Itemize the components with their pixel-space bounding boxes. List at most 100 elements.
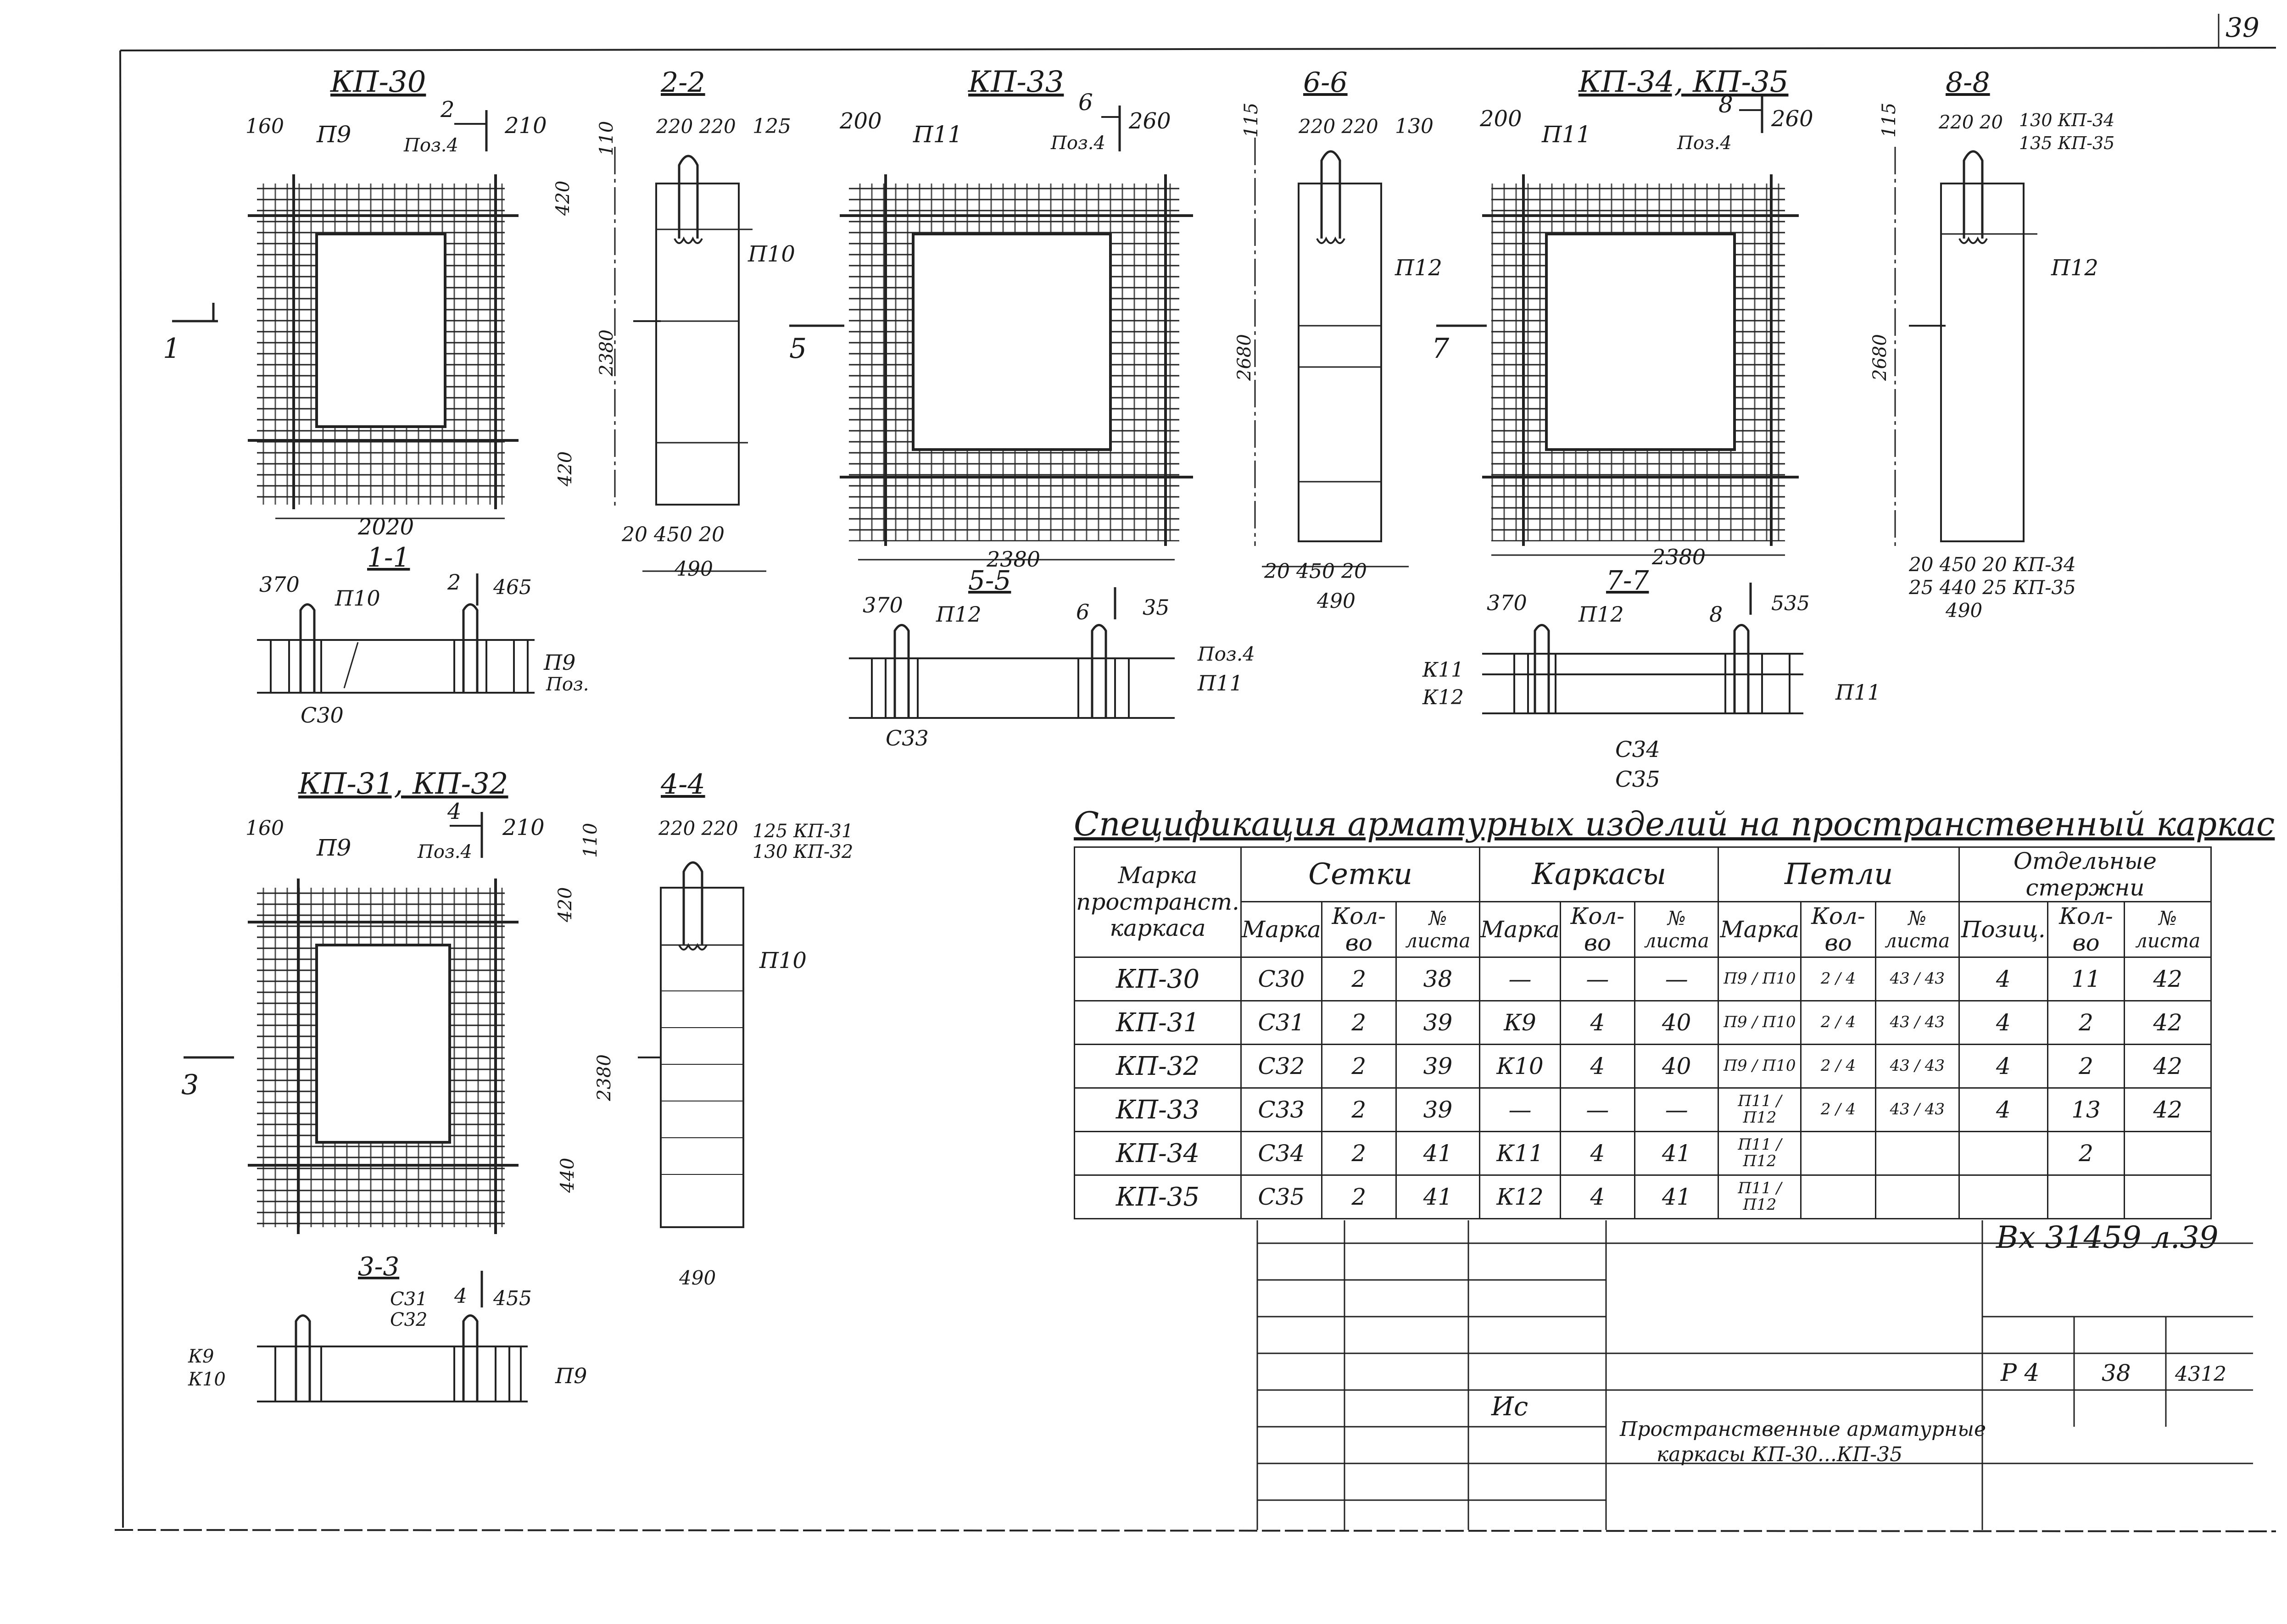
spec-cell: — <box>1479 957 1561 1001</box>
kp3132-title: КП-31, КП-32 <box>298 767 508 801</box>
kp33-p11: П11 <box>913 121 962 148</box>
spec-cell: 41 <box>1634 1131 1719 1176</box>
s33-k10: К10 <box>188 1369 226 1390</box>
s33-mark-4: 4 <box>454 1285 467 1308</box>
stamp-title-1: Пространственные арматурные <box>1619 1418 1986 1441</box>
spec-cell: П9 / П10 <box>1718 1044 1802 1089</box>
kp3435-dim-200: 200 <box>1479 106 1522 132</box>
spec-cell: — <box>1479 1087 1561 1132</box>
spec-cell: 40 <box>1634 1044 1719 1089</box>
s22-dim-2380: 2380 <box>596 329 617 377</box>
spec-cell: С35 <box>1240 1174 1322 1219</box>
table-row: КП-34 С34 2 41 К11 4 41 П11 / П12 2 <box>1074 1131 2212 1176</box>
spec-cell: 4 <box>1958 1044 2048 1089</box>
s11-title: 1-1 <box>367 542 410 573</box>
kp30-dim-2020: 2020 <box>357 514 414 540</box>
cage-kp30 <box>172 110 519 519</box>
spec-cell: 2 / 4 <box>1800 1000 1876 1045</box>
spec-sub-mark-3: Марка <box>1718 901 1802 958</box>
s33-title: 3-3 <box>358 1252 399 1282</box>
kp33-mark-6: 6 <box>1078 89 1093 116</box>
s11-c30: С30 <box>301 703 344 728</box>
spec-cell: 43 / 43 <box>1874 1000 1960 1045</box>
spec-cell: 41 <box>1395 1131 1481 1176</box>
kp30-dim-160: 160 <box>245 115 284 138</box>
s88-dim-130: 130 КП-34 <box>2019 110 2114 130</box>
kp30-dim-420a: 420 <box>552 181 574 216</box>
s22-dim-490: 490 <box>674 557 713 581</box>
s77-dim-535: 535 <box>1771 592 1810 615</box>
spec-cell: 39 <box>1395 1087 1481 1132</box>
s44-dim-490: 490 <box>679 1267 716 1289</box>
table-row: КП-30 С30 2 38 — — — П9 / П10 2 / 4 43 /… <box>1074 957 2212 1001</box>
spec-header-loop: Петли <box>1718 846 1960 902</box>
spec-sub-qty-1: Кол-во <box>1321 901 1397 958</box>
spec-cell: С32 <box>1240 1044 1322 1089</box>
s77-title: 7-7 <box>1606 565 1649 596</box>
cage-kp33 <box>789 106 1193 561</box>
kp30-dim-420b: 420 <box>555 451 576 487</box>
spec-cell: 2 <box>1321 1131 1397 1176</box>
spec-cell: 2 <box>1321 1044 1397 1089</box>
section-2-2 <box>614 147 766 572</box>
spec-cell: 4 <box>1559 1044 1635 1089</box>
s88-dim-2680: 2680 <box>1869 334 1891 381</box>
spec-cell <box>1800 1131 1876 1176</box>
spec-cell: КП-31 <box>1074 1000 1242 1045</box>
spec-cell: — <box>1634 957 1719 1001</box>
kp3132-p9: П9 <box>316 834 351 861</box>
kp30-mark-2: 2 <box>440 97 455 122</box>
section-3-3 <box>257 1271 528 1402</box>
spec-cell: 43 / 43 <box>1874 1044 1960 1089</box>
kp33-section-5: 5 <box>789 333 807 365</box>
spec-sub-sheet-4: № листа <box>2124 901 2212 958</box>
spec-header-bars: Отдельные стержни <box>1958 846 2212 902</box>
spec-cell: 2 <box>1321 1000 1397 1045</box>
cage-kp3132 <box>184 812 519 1234</box>
spec-cell: П11 / П12 <box>1718 1087 1802 1132</box>
s88-dim-115: 115 <box>1879 103 1900 138</box>
s22-dim-220: 220 220 <box>656 115 736 138</box>
s77-k11: К11 <box>1422 658 1464 682</box>
sheet-frame <box>114 14 2276 1532</box>
spec-cell: 41 <box>1634 1174 1719 1219</box>
kp33-dim-200: 200 <box>839 108 882 134</box>
section-8-8 <box>1894 147 2037 546</box>
spec-cell <box>1800 1174 1876 1219</box>
s66-p12: П12 <box>1395 255 1442 281</box>
spec-cell: КП-33 <box>1074 1087 1242 1132</box>
s22-title: 2-2 <box>660 67 705 99</box>
s66-dim-220: 220 220 <box>1298 115 1378 138</box>
spec-cell: 43 / 43 <box>1874 1087 1960 1132</box>
s44-dim-110: 110 <box>580 823 601 858</box>
stamp-sheets: 4312 <box>2175 1363 2226 1386</box>
spec-cell: КП-30 <box>1074 957 1242 1001</box>
s22-dim-110: 110 <box>596 121 617 156</box>
kp3435-title: КП-34, КП-35 <box>1578 65 1789 99</box>
spec-cell: П9 / П10 <box>1718 1000 1802 1045</box>
s44-dim-125: 125 КП-31 <box>753 821 853 842</box>
kp3132-section-3: 3 <box>181 1069 199 1101</box>
spec-cell: 2 <box>2047 1044 2125 1089</box>
kp3435-p11: П11 <box>1541 121 1591 148</box>
spec-cell: 4 <box>1559 1000 1635 1045</box>
spec-sub-mark-1: Марка <box>1240 901 1322 958</box>
kp30-dim-210: 210 <box>504 113 547 139</box>
spec-cell: 2 / 4 <box>1800 1044 1876 1089</box>
spec-cell: П9 / П10 <box>1718 957 1802 1001</box>
stamp-stage: Р 4 <box>2000 1359 2040 1387</box>
spec-cell <box>1958 1174 2048 1219</box>
table-row: КП-32 С32 2 39 К10 4 40 П9 / П10 2 / 4 4… <box>1074 1044 2212 1089</box>
spec-cell: 2 <box>1321 1174 1397 1219</box>
spec-cell: К12 <box>1479 1174 1561 1219</box>
s66-dim-130: 130 <box>1395 115 1434 138</box>
cage-kp3435 <box>1436 96 1799 556</box>
spec-cell: 42 <box>2124 1000 2212 1045</box>
s66-dim-490: 490 <box>1316 590 1355 613</box>
table-row: КП-33 С33 2 39 — — — П11 / П12 2 / 4 43 … <box>1074 1087 2212 1132</box>
s44-p10: П10 <box>759 948 807 973</box>
table-row: КП-35 С35 2 41 К12 4 41 П11 / П12 <box>1074 1174 2212 1219</box>
s88-bottom-1: 20 450 20 КП-34 <box>1908 553 2076 576</box>
s88-dim-135: 135 КП-35 <box>2019 133 2114 153</box>
